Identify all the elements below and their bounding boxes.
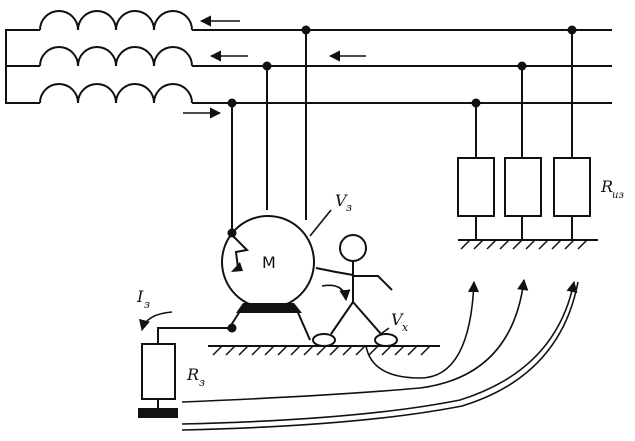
- person-leg-right: [352, 301, 382, 335]
- ground-resistance-sub: з: [199, 376, 205, 389]
- insulation-ground-hatching: [460, 239, 588, 250]
- ground-hatching: [212, 345, 431, 356]
- motor-fault-dot: [227, 228, 237, 238]
- hatch-mark: [277, 345, 288, 356]
- person-foot-left: [312, 333, 336, 347]
- ground-current-sub: з: [144, 298, 150, 311]
- motor-base: [236, 303, 302, 313]
- hatch-mark: [512, 239, 523, 250]
- touch-voltage-main: V: [391, 310, 404, 329]
- hatch-mark: [486, 239, 497, 250]
- hatch-mark: [564, 239, 575, 250]
- hatch-mark: [264, 345, 275, 356]
- touch-voltage-label: V х: [377, 310, 409, 337]
- insulation-resistances: R из: [457, 30, 624, 250]
- ground-surface: [208, 345, 440, 356]
- hatch-mark: [525, 239, 536, 250]
- earth-path-2: [181, 278, 529, 403]
- fault-arrowhead-icon: [231, 262, 243, 272]
- ground-electrode: [138, 408, 178, 418]
- touch-voltage-sub: х: [402, 321, 409, 334]
- hatch-mark: [381, 345, 392, 356]
- person-arm-right: [353, 275, 393, 291]
- insulation-resistor-3: [553, 157, 591, 217]
- hatch-mark: [394, 345, 405, 356]
- hatch-mark: [212, 345, 223, 356]
- hatch-mark: [499, 239, 510, 250]
- winding-1: [39, 10, 193, 31]
- hatch-mark: [290, 345, 301, 356]
- hatch-mark: [329, 345, 340, 356]
- case-voltage-sub: з: [346, 201, 352, 214]
- motor-label: М: [262, 253, 276, 272]
- hatch-mark: [407, 345, 418, 356]
- phase-lines: [192, 29, 612, 104]
- insulation-resistance-main: R: [600, 177, 613, 196]
- fault-arrow-icon: [232, 235, 250, 269]
- insulation-resistance-sub: из: [612, 190, 624, 201]
- grounding-conductor: R з I з: [136, 287, 237, 418]
- case-voltage-leader: [309, 209, 332, 237]
- person-arm-left: [315, 267, 354, 276]
- hatch-mark: [342, 345, 353, 356]
- hatch-mark: [460, 239, 471, 250]
- motor: М: [221, 215, 315, 341]
- winding-3: [39, 83, 193, 104]
- hatch-mark: [355, 345, 366, 356]
- case-voltage-label: V з: [309, 191, 352, 237]
- hatch-mark: [577, 239, 588, 250]
- case-voltage-main: V: [335, 191, 348, 210]
- motor-foot-right: [295, 307, 311, 341]
- hatch-mark: [225, 345, 236, 356]
- hatch-mark: [238, 345, 249, 356]
- transformer-windings: [5, 10, 193, 104]
- hatch-mark: [551, 239, 562, 250]
- person-head: [339, 234, 367, 262]
- insulation-resistor-1: [457, 157, 495, 217]
- person-leg-left: [330, 301, 354, 335]
- winding-2: [39, 46, 193, 67]
- earth-current-paths: [181, 278, 579, 431]
- earth-path-3b: [181, 281, 579, 431]
- neutral-link: [5, 29, 40, 104]
- ground-resistor: [141, 343, 176, 400]
- hatch-mark: [303, 345, 314, 356]
- hatch-mark: [368, 345, 379, 356]
- ground-wire: [157, 327, 232, 344]
- hatch-mark: [251, 345, 262, 356]
- person-foot-right: [374, 333, 398, 347]
- hatch-mark: [420, 345, 431, 356]
- hatch-mark: [316, 345, 327, 356]
- earth-path-3: [181, 280, 578, 425]
- ground-current-main: I: [136, 287, 144, 306]
- touch-current-arrow: [321, 284, 351, 302]
- ground-resistance-main: R: [186, 365, 199, 384]
- ground-current-arrow: [139, 311, 173, 332]
- touch-voltage-leader: [377, 327, 390, 337]
- insulation-resistor-2: [504, 157, 542, 217]
- current-arrows: [183, 15, 366, 119]
- person-figure: [312, 234, 398, 347]
- hatch-mark: [473, 239, 484, 250]
- earth-path-1: [365, 280, 480, 379]
- hatch-mark: [538, 239, 549, 250]
- motor-leads: [231, 30, 307, 233]
